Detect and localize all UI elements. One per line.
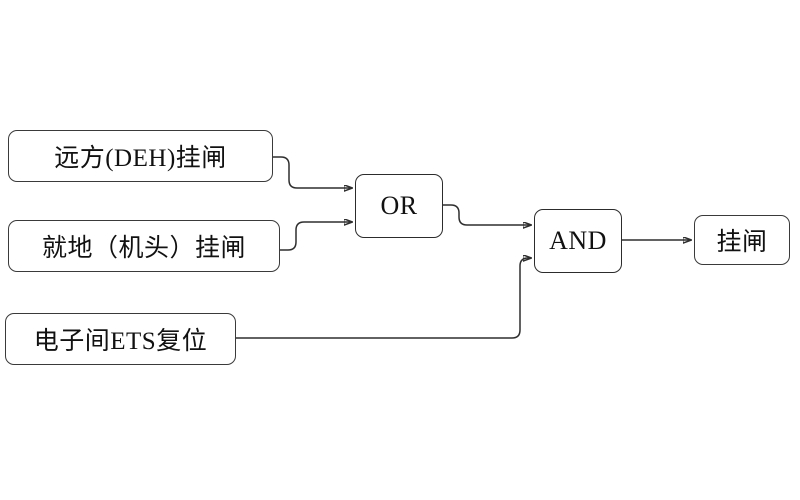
wire-remote-deh-to-or xyxy=(273,156,352,188)
or-gate-box[interactable]: OR xyxy=(355,174,443,238)
output-box-result[interactable]: 挂闸 xyxy=(694,215,790,265)
output-box-result-label: 挂闸 xyxy=(716,229,768,256)
and-gate-label: AND xyxy=(549,226,607,255)
wire-or-to-and xyxy=(443,204,531,225)
input-box-local-head-label: 就地（机头）挂闸 xyxy=(41,235,246,262)
input-box-remote-deh-label: 远方(DEH)挂闸 xyxy=(54,145,227,172)
input-box-remote-deh[interactable]: 远方(DEH)挂闸 xyxy=(8,130,273,182)
input-box-ets-reset[interactable]: 电子间ETS复位 xyxy=(5,313,236,365)
or-gate-label: OR xyxy=(380,191,418,220)
wire-local-head-to-or xyxy=(280,222,352,251)
and-gate-box[interactable]: AND xyxy=(534,209,622,273)
input-box-ets-reset-label: 电子间ETS复位 xyxy=(33,328,208,355)
wire-ets-reset-to-and xyxy=(236,258,531,339)
input-box-local-head[interactable]: 就地（机头）挂闸 xyxy=(8,220,280,272)
